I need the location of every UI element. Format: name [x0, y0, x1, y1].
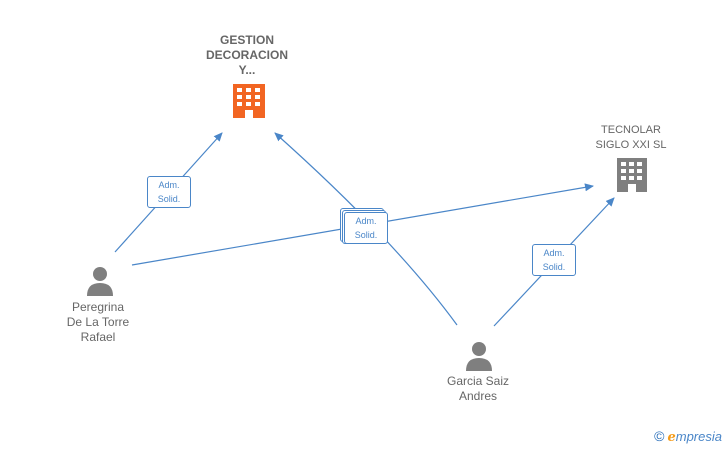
company-label-gestion[interactable]: GESTION DECORACION Y... — [196, 33, 298, 78]
label-line: Rafael — [80, 330, 116, 344]
label-line: Y... — [238, 63, 256, 77]
role-badge[interactable]: Adm. Solid. — [344, 212, 388, 244]
label-line: Garcia Saiz — [446, 374, 510, 388]
role-badge[interactable]: Adm. Solid. — [147, 176, 191, 208]
role-line: Adm. — [355, 216, 377, 226]
copyright-icon: © — [654, 428, 665, 444]
brand-e: e — [667, 430, 676, 445]
role-line: Solid. — [354, 230, 378, 240]
person-label-garcia[interactable]: Garcia Saiz Andres — [428, 374, 528, 404]
label-line: SIGLO XXI SL — [595, 139, 667, 151]
role-line: Adm. — [543, 248, 565, 258]
role-line: Adm. — [158, 180, 180, 190]
label-line: DECORACION — [205, 48, 288, 62]
person-label-peregrina[interactable]: Peregrina De La Torre Rafael — [48, 300, 148, 345]
building-icon — [617, 158, 647, 192]
role-badge[interactable]: Adm. Solid. — [532, 244, 576, 276]
role-line: Solid. — [157, 194, 181, 204]
label-line: Peregrina — [71, 300, 125, 314]
person-icon — [87, 267, 113, 296]
empresia-logo[interactable]: ©empresia — [654, 428, 722, 445]
company-label-tecnolar[interactable]: TECNOLAR SIGLO XXI SL — [580, 123, 682, 153]
label-line: GESTION — [219, 33, 274, 47]
label-line: Andres — [458, 389, 498, 403]
role-line: Solid. — [542, 262, 566, 272]
brand-rest: mpresia — [675, 429, 722, 444]
building-icon — [233, 84, 265, 118]
label-line: TECNOLAR — [601, 124, 661, 136]
person-icon — [466, 342, 492, 371]
label-line: De La Torre — [66, 315, 130, 329]
